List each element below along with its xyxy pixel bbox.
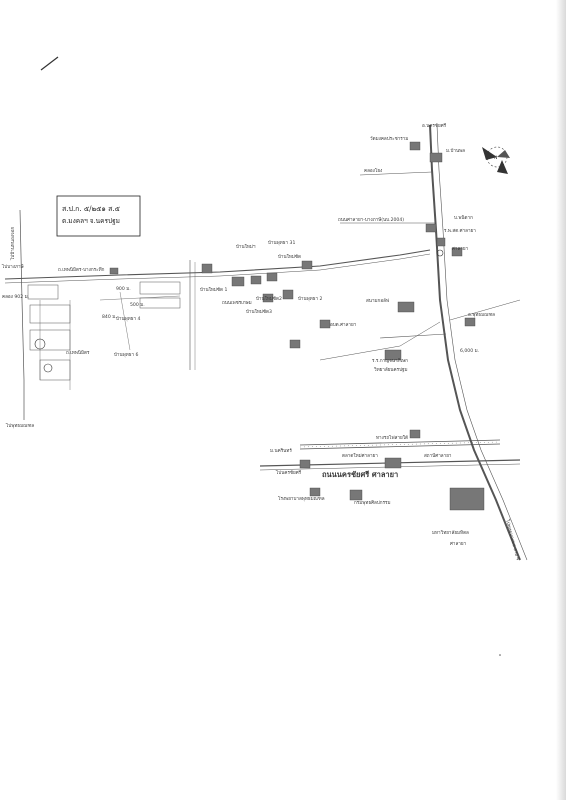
label-railway: ทางรถไฟสายใต้ [376, 434, 408, 441]
road-branch-right [449, 299, 521, 321]
road-small-2 [119, 291, 131, 351]
map-labels: วัดมงคลประชาราม ม.บ้านพล อ.นครชัยศรี คลอ… [1, 122, 522, 561]
village-cluster-left [27, 281, 181, 381]
north-label: N [494, 155, 497, 161]
label-sala: ร.ร.กาญจนาภิเษก [372, 358, 408, 364]
label-sanam: สนามกอล์ฟ [366, 297, 389, 304]
label-left-top: ไปบ้านหนองจอก [9, 227, 16, 261]
stamp-box: ส.ป.ก. ๕/๒๕๑ ส.๕ ต.มงคลฯ จ.นครปฐม [56, 195, 141, 237]
stamp-line-1: ส.ป.ก. ๕/๒๕๑ ส.๕ [62, 205, 120, 213]
label-distance-500: 500 ม. [130, 302, 145, 308]
label-office: อบต.ศาลายา [330, 322, 357, 328]
label-nakhon: ไปนครชัยศรี [275, 469, 302, 476]
dot-mark [499, 654, 501, 656]
label-distance-900: 900 ม. [116, 286, 131, 292]
north-arrow-icon: N [482, 146, 510, 174]
road-horizontal-main [4, 249, 431, 280]
label-mahidol-2: ศาลายา [450, 541, 467, 547]
label-wat-right-2: ร.พ.สต.ศาลายา [444, 228, 476, 234]
label-ban-phutsa-31: บ้านพุทธา 31 [268, 240, 295, 246]
label-hospital: โรงพยาบาลพุทธมณฑล [278, 495, 325, 502]
label-station: สถานีศาลายา [424, 452, 452, 459]
label-school2: วิทยาลัยนครปฐม [374, 366, 408, 373]
label-distance-840: 840 ม. [102, 314, 117, 320]
road-lower [319, 321, 441, 361]
markers [34, 249, 444, 373]
label-phutthamonthon: ถ.เทพนิมิตร [66, 350, 90, 356]
highway-main-edge [436, 124, 528, 561]
label-house-right-3: ศาลายา [452, 246, 469, 252]
road-bridge [359, 171, 433, 176]
scan-edge-shadow [556, 0, 566, 800]
label-police: กรมพุทธศิลปกรรม [354, 500, 391, 506]
road-left-vertical [19, 209, 25, 420]
label-pae: ถนนเพชรเกษม [222, 300, 252, 306]
railway [299, 439, 501, 450]
label-bridge: คลองโยง [364, 167, 382, 174]
label-left-sub: ไปบางภาษี [1, 263, 24, 270]
label-salaya-road: ถนนนครชัยศรี ศาลายา [322, 470, 398, 479]
label-ban-mai-1: บ้านใหม่ซัด 1 [200, 286, 227, 293]
stamp-line-2: ต.มงคลฯ จ.นครปฐม [62, 217, 120, 225]
label-market: ตลาดใหม่ศาลายา [342, 453, 378, 459]
label-ban-mai-b: บ้านใหม่ซัด [278, 253, 301, 260]
label-distance-6000: 6,000 ม. [460, 348, 479, 354]
label-ban-phutsa-2: บ้านพุทธา 2 [298, 296, 323, 302]
label-left-bot: ไปพุทธมณฑล [5, 422, 34, 429]
label-m-road: ม.นครินทร์ [270, 447, 292, 454]
label-wat-sak: วัดมงคลประชาราม [370, 135, 408, 142]
pen-mark [40, 56, 59, 71]
label-mahidol: มหาวิทยาลัยมหิดล [432, 529, 469, 536]
label-ban-mai-a: บ้านใหม่ฯ [236, 244, 256, 250]
label-school-road: ถนนศาลายา-บางภาษี(นบ.2004) [338, 216, 404, 223]
label-arrow-top: อ.นครชัยศรี [422, 122, 447, 129]
highway-main [429, 124, 521, 561]
label-wat-top: ม.บ้านพล [446, 148, 465, 154]
label-road-left: ถ.เทพนิมิตร-บางกระทึก [58, 267, 105, 273]
buildings [109, 141, 485, 511]
label-dist-top: บ.พนิดาก [454, 215, 473, 221]
label-ban-mai-3: บ้านใหม่ซัด3 [246, 308, 272, 315]
label-ban-phutsa-6: บ้านพุทธา 6 [114, 352, 139, 358]
label-wat-right-top: อ.พุทธมณฑล [468, 312, 495, 318]
label-left-mid: คลอง 902 ม. [2, 294, 29, 300]
label-ban-mai-2: บ้านใหม่ซัด2 [256, 295, 282, 302]
label-ban-phutsa-4: บ้านพุทธา 4 [116, 316, 141, 322]
road-office [379, 333, 447, 339]
